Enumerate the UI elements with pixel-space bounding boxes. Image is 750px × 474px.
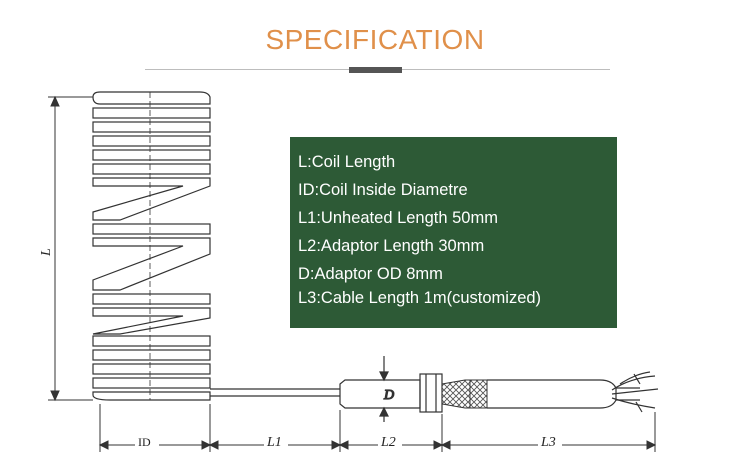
coil-turn bbox=[92, 121, 211, 133]
title-divider-accent bbox=[349, 67, 402, 73]
coil-turn bbox=[92, 293, 211, 305]
page-title: SPECIFICATION bbox=[265, 24, 485, 55]
braided-sleeve bbox=[441, 379, 488, 409]
unheated-tube bbox=[210, 388, 340, 397]
coil-turn bbox=[92, 223, 211, 235]
coil-turn bbox=[92, 307, 211, 335]
coil-turn bbox=[92, 377, 211, 389]
dim-label-l1: L1 bbox=[266, 435, 282, 450]
specification-box: L:Coil Length ID:Coil Inside Diametre L1… bbox=[290, 137, 617, 328]
dim-label-l2: L2 bbox=[380, 435, 396, 450]
spec-line-adaptor-od: D:Adaptor OD 8mm bbox=[298, 265, 443, 283]
dim-label-id: ID bbox=[138, 435, 151, 449]
coil-turn bbox=[92, 91, 211, 105]
coil-turn bbox=[92, 107, 211, 119]
coil-turn bbox=[92, 149, 211, 161]
spec-line-coil-inside-diameter: ID:Coil Inside Diametre bbox=[298, 181, 468, 199]
coil-turn bbox=[92, 237, 211, 291]
dim-label-l: L bbox=[39, 248, 54, 257]
adaptor: D bbox=[339, 356, 443, 422]
spec-line-unheated-length: L1:Unheated Length 50mm bbox=[298, 209, 498, 227]
dim-label-l3: L3 bbox=[540, 435, 556, 450]
dim-label-d: D bbox=[383, 388, 394, 403]
dimension-bottom bbox=[98, 404, 657, 452]
coil-turn bbox=[92, 135, 211, 147]
coil-turn bbox=[92, 349, 211, 361]
dimension-l bbox=[48, 95, 93, 402]
coil-turn bbox=[92, 163, 211, 175]
spec-line-cable-length: L3:Cable Length 1m(customized) bbox=[298, 289, 542, 307]
spec-line-coil-length: L:Coil Length bbox=[298, 153, 396, 171]
coil-turn bbox=[92, 363, 211, 375]
coil-turn bbox=[92, 391, 211, 401]
coil-turn bbox=[92, 177, 211, 221]
spec-line-adaptor-length: L2:Adaptor Length 30mm bbox=[298, 237, 485, 255]
cable bbox=[487, 371, 659, 413]
coil-body bbox=[92, 91, 211, 401]
coil-turn bbox=[92, 335, 211, 347]
